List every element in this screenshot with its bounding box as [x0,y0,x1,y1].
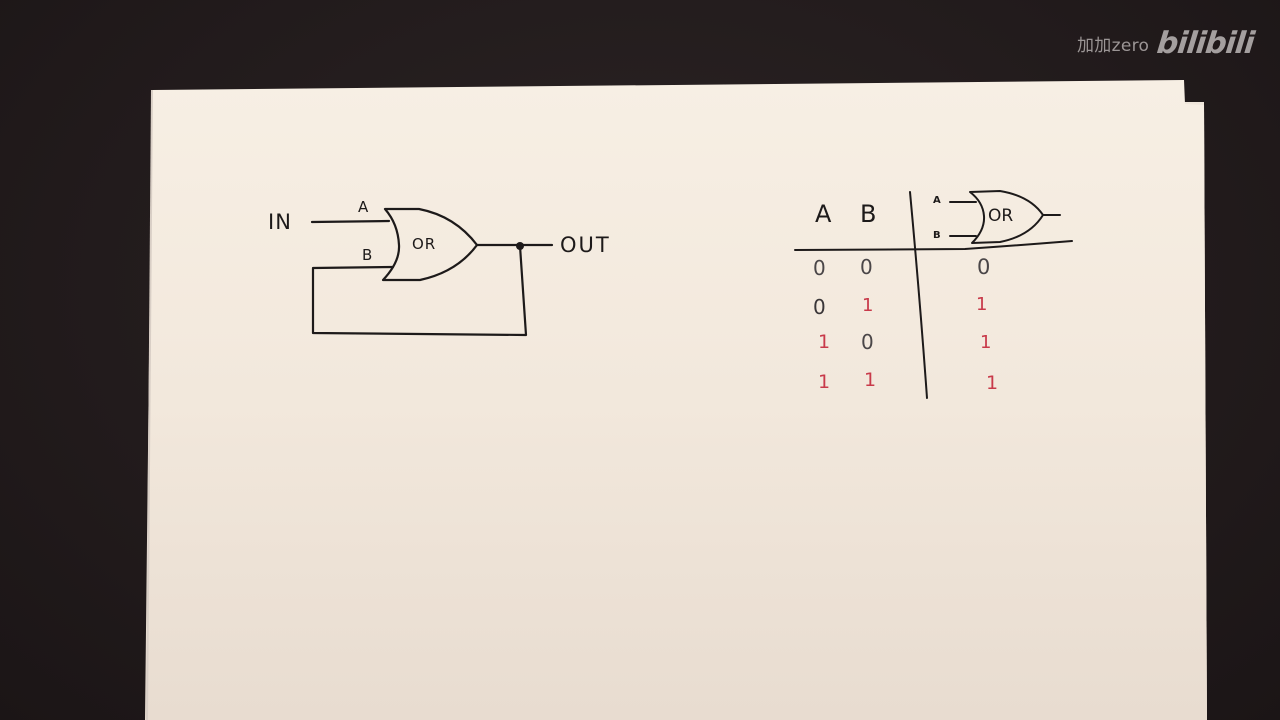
feedback-wire [311,244,528,337]
mini-or-gate [949,190,1061,244]
input-wire-a [310,219,391,224]
row1-b: 0 [860,255,873,279]
row2-a: 0 [813,295,826,319]
input-label: IN [268,210,292,234]
front-sheet [145,80,1207,720]
mini-gate-pin-a: A [933,195,941,206]
row1-a: 0 [813,256,826,280]
pin-a-label: A [358,198,369,216]
mini-gate-pin-b: B [933,230,941,241]
row1-out: 0 [977,255,991,279]
pin-b-label: B [362,246,373,264]
table-header-a: A [815,200,832,228]
watermark: 加加zero bilibili [1077,26,1256,61]
row4-a: 1 [818,371,831,393]
feedback-circuit [310,207,554,337]
row4-b: 1 [864,369,877,391]
row4-out: 1 [986,372,999,394]
or-gate-shape [381,207,479,282]
row2-out: 1 [976,294,988,315]
gate-label: OR [412,235,437,253]
row2-b: 1 [862,295,874,316]
row3-out: 1 [980,332,992,353]
table-vertical-divider [909,191,928,399]
row3-b: 0 [861,330,874,354]
row3-a: 1 [818,331,831,353]
table-horizontal-divider [794,240,1073,251]
truth-table-grid [794,191,1073,399]
mini-gate-label: OR [988,206,1014,226]
output-label: OUT [560,233,611,257]
junction-dot [516,242,524,250]
watermark-username: 加加zero [1077,36,1150,56]
table-header-b: B [860,200,877,228]
